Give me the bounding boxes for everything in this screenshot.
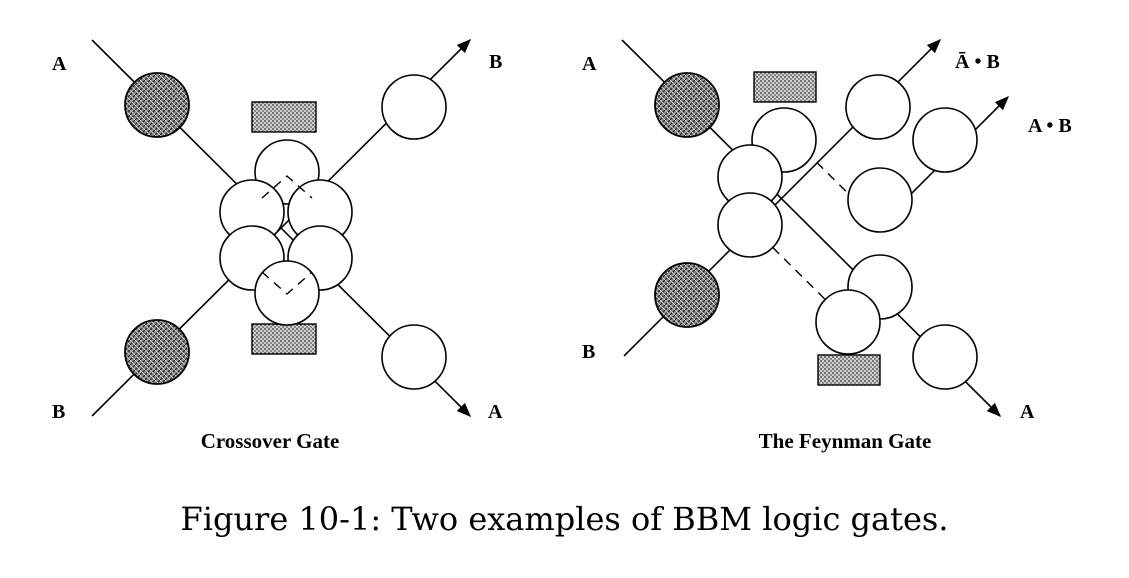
input-ball-a: [124, 72, 190, 138]
input-ball-b: [654, 262, 720, 328]
output-label-b: B: [489, 51, 502, 73]
mirror-bottom: [251, 323, 317, 355]
mirror-top: [251, 101, 317, 133]
gate-title: The Feynman Gate: [759, 429, 932, 453]
output-label-a-and-b: A • B: [1028, 115, 1072, 137]
input-label-b: B: [52, 401, 65, 423]
input-ball-a: [654, 72, 720, 138]
ball: [912, 107, 978, 173]
bbm-gates-diagram: A B B A Crossover Gate A B Ā • B: [52, 38, 1072, 453]
gate-title: Crossover Gate: [201, 429, 340, 453]
output-label-a: A: [1020, 401, 1035, 423]
input-label-a: A: [582, 53, 597, 75]
feynman-gate: A B Ā • B A • B A The Feynman Gate: [582, 38, 1072, 453]
input-label-a: A: [52, 53, 67, 75]
figure-caption: Figure 10-1: Two examples of BBM logic g…: [180, 500, 949, 538]
ball: [847, 167, 913, 233]
ball: [845, 74, 911, 140]
output-label-a: A: [488, 401, 503, 423]
output-label-not-a-and-b: Ā • B: [955, 51, 1000, 73]
input-ball-b: [124, 319, 190, 385]
deflection-bottom: [261, 271, 313, 295]
mirror-bottom: [817, 354, 881, 386]
ball: [912, 324, 978, 390]
output-ball-a: [381, 324, 447, 390]
ball: [815, 289, 881, 355]
output-ball-b: [381, 74, 447, 140]
input-label-b: B: [582, 341, 595, 363]
ball: [254, 260, 320, 326]
deflection-top: [261, 175, 313, 199]
ball: [717, 192, 783, 258]
mirror-top: [753, 71, 817, 103]
crossover-gate: A B B A Crossover Gate: [52, 38, 503, 453]
